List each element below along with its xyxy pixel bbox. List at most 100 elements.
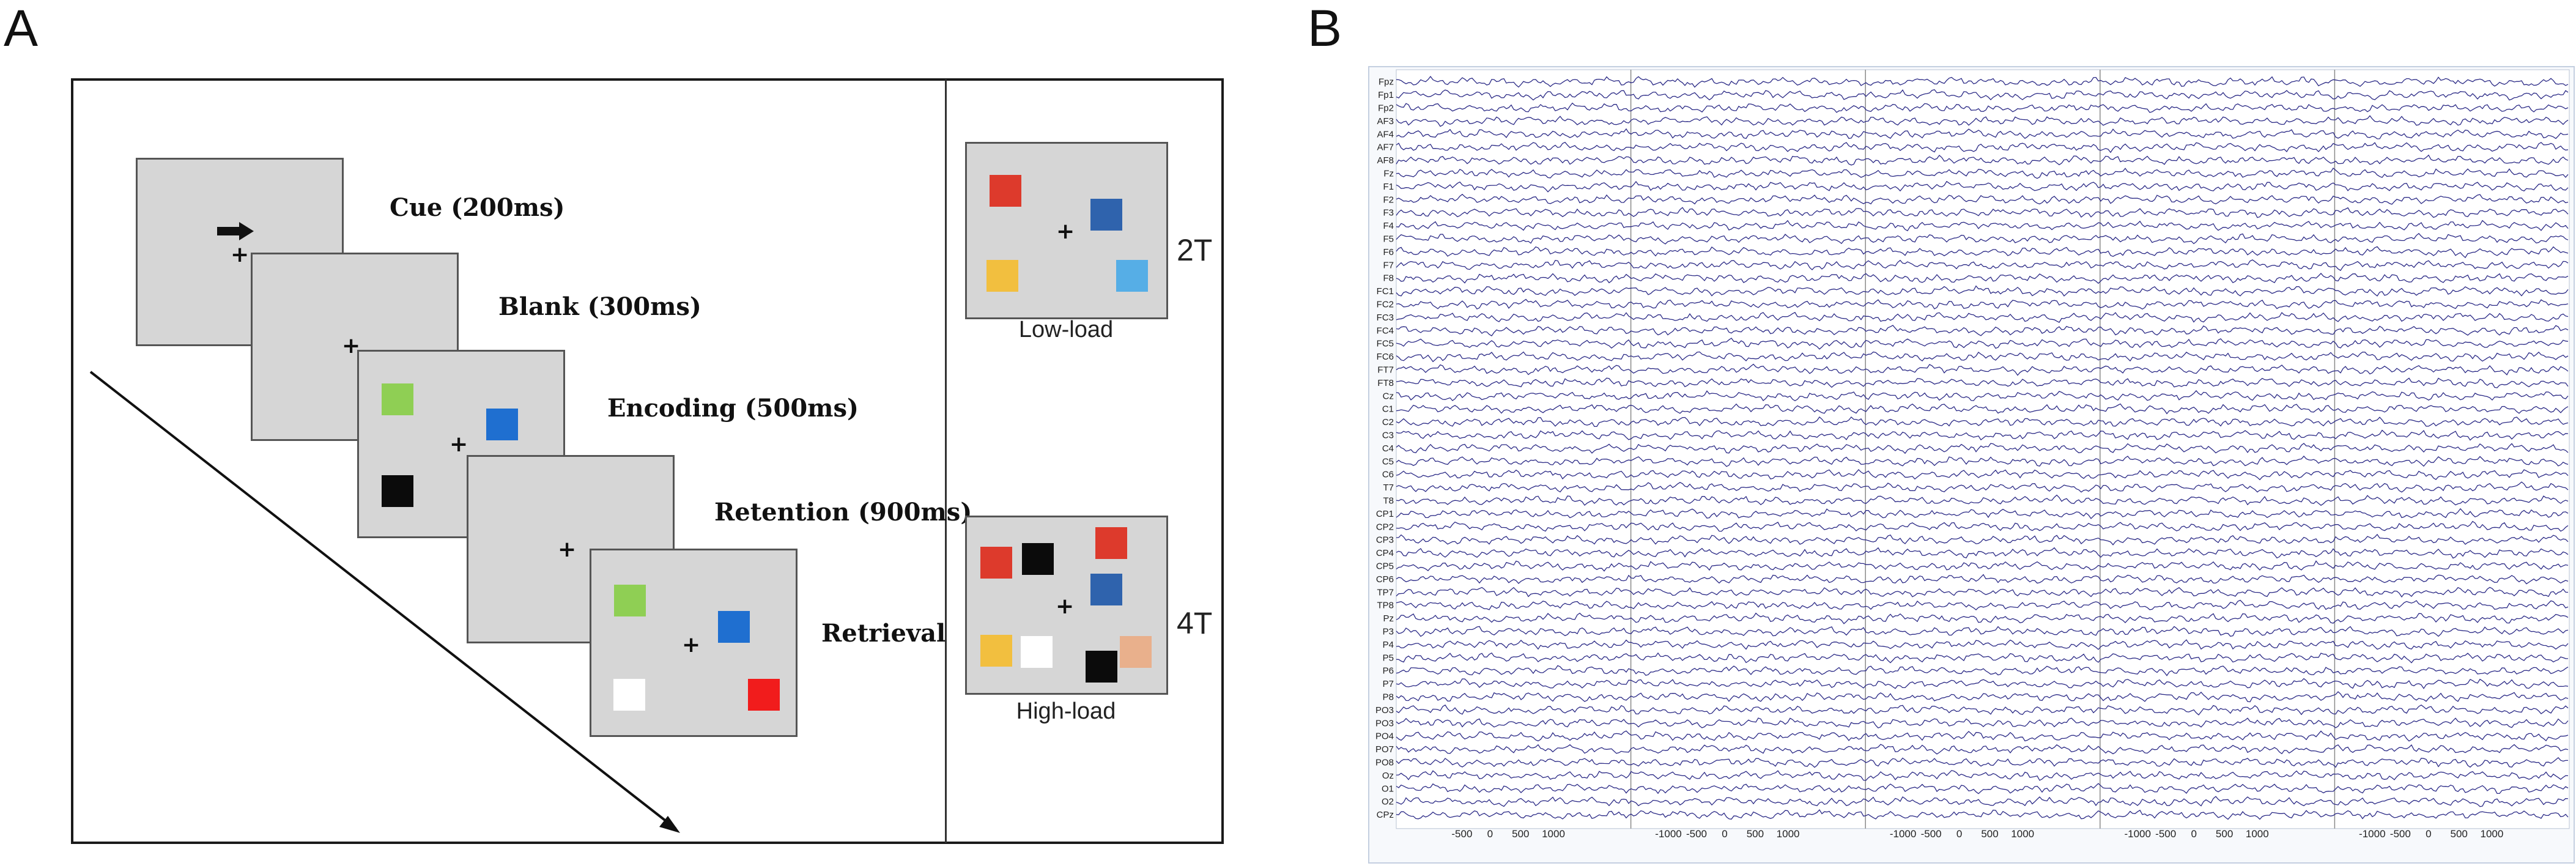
- eeg-trace: [1396, 128, 2569, 139]
- channel-label: F1: [1383, 182, 1394, 192]
- eeg-trace: [1396, 443, 2569, 454]
- eeg-trace: [1396, 455, 2569, 467]
- channel-label: FT7: [1377, 365, 1394, 376]
- blue-square: [718, 611, 750, 643]
- x-tick-label: 1000: [2246, 828, 2269, 840]
- channel-label: Oz: [1382, 771, 1394, 781]
- channel-label: Fp2: [1378, 103, 1394, 114]
- eeg-trace: [1396, 259, 2569, 272]
- peach-square: [1120, 636, 1152, 668]
- channel-label: F5: [1383, 234, 1394, 245]
- channel-label: FC5: [1377, 339, 1394, 349]
- eeg-trace: [1396, 796, 2569, 807]
- eeg-trace: [1396, 416, 2569, 427]
- eeg-trace: [1396, 494, 2569, 506]
- eeg-trace: [1396, 612, 2569, 624]
- channel-label: C3: [1382, 431, 1394, 441]
- eeg-trace: [1396, 403, 2569, 415]
- eeg-trace: [1396, 193, 2569, 205]
- channel-label: CP2: [1376, 522, 1394, 532]
- eeg-trace: [1396, 547, 2569, 559]
- black-square: [382, 475, 413, 507]
- channel-label: PO3: [1375, 718, 1394, 728]
- black-square: [1022, 543, 1054, 575]
- channel-label: PO4: [1375, 731, 1394, 742]
- fixation-cross: +: [450, 432, 468, 457]
- channel-label: CP6: [1376, 574, 1394, 585]
- panel-letter-b: B: [1308, 0, 1342, 57]
- channel-label: CPz: [1377, 810, 1394, 820]
- eeg-trace: [1396, 232, 2569, 245]
- x-tick-label: 500: [1747, 828, 1764, 840]
- panel-a-frame: [71, 78, 1224, 844]
- channel-label: Fz: [1383, 169, 1394, 179]
- x-tick-label: 0: [2426, 828, 2431, 840]
- green-square: [614, 585, 646, 616]
- eeg-trace: [1396, 599, 2569, 610]
- eeg-trace: [1396, 665, 2569, 676]
- fixation-cross: +: [231, 242, 250, 267]
- eeg-trace: [1396, 338, 2569, 350]
- channel-label: P5: [1383, 653, 1394, 663]
- channel-label: AF3: [1377, 116, 1394, 127]
- eeg-trace: [1396, 141, 2569, 154]
- eeg-trace: [1396, 168, 2569, 179]
- x-tick-label: 0: [2191, 828, 2196, 840]
- channel-label: TP8: [1377, 601, 1394, 611]
- x-tick-label: -1000: [2359, 828, 2385, 840]
- x-tick-label: 1000: [2480, 828, 2503, 840]
- eeg-trace: [1396, 533, 2569, 546]
- fixation-cross: +: [682, 632, 701, 657]
- x-tick-label: -1000: [2124, 828, 2150, 840]
- channel-label: C1: [1382, 404, 1394, 415]
- stage-label-retention: Retention (900ms): [714, 498, 972, 527]
- eeg-trace: [1396, 325, 2569, 336]
- eeg-trace: [1396, 311, 2569, 323]
- white-square: [613, 679, 645, 711]
- eeg-trace: [1396, 481, 2569, 493]
- channel-label: PO8: [1375, 758, 1394, 768]
- white-square: [1021, 636, 1053, 668]
- black-square: [1086, 651, 1117, 683]
- yellow-square: [986, 260, 1018, 292]
- channel-label: C4: [1382, 443, 1394, 454]
- channel-label: P7: [1383, 679, 1394, 689]
- eeg-trace: [1396, 587, 2569, 598]
- channel-label: FC4: [1377, 325, 1394, 336]
- green-square: [382, 383, 413, 415]
- channel-label: FT8: [1377, 378, 1394, 388]
- red-square: [1095, 527, 1127, 559]
- x-tick-label: -500: [2390, 828, 2411, 840]
- eeg-trace: [1396, 180, 2569, 193]
- channel-label: Pz: [1383, 613, 1394, 624]
- channel-label: CP1: [1376, 509, 1394, 519]
- blue-square: [1090, 574, 1122, 605]
- x-tick-label: 500: [1512, 828, 1529, 840]
- eeg-trace: [1396, 574, 2569, 585]
- low-load-screen: +: [965, 142, 1168, 319]
- blue-square: [486, 409, 518, 440]
- eeg-trace: [1396, 770, 2569, 781]
- channel-label: F7: [1383, 260, 1394, 270]
- eeg-trace: [1396, 154, 2569, 166]
- x-tick-label: 0: [1487, 828, 1493, 840]
- eeg-trace: [1396, 273, 2569, 284]
- channel-label: F3: [1383, 208, 1394, 218]
- channel-label: TP7: [1377, 587, 1394, 598]
- x-tick-label: -1000: [1890, 828, 1916, 840]
- x-tick-label: 1000: [1542, 828, 1565, 840]
- channel-label: P4: [1383, 640, 1394, 650]
- channel-label: F6: [1383, 247, 1394, 257]
- fixation-cross: +: [1056, 594, 1075, 619]
- eeg-trace: [1396, 363, 2569, 376]
- eeg-trace: [1396, 102, 2569, 113]
- eeg-plot-area: [1396, 69, 2570, 829]
- fixation-cross: +: [1056, 219, 1075, 244]
- eeg-trace: [1396, 89, 2569, 101]
- eeg-trace: [1396, 678, 2569, 689]
- eeg-trace: [1396, 704, 2569, 716]
- stage-label-cue: Cue (200ms): [390, 193, 565, 222]
- panel-letter-a: A: [4, 0, 39, 57]
- channel-label: CP3: [1376, 535, 1394, 546]
